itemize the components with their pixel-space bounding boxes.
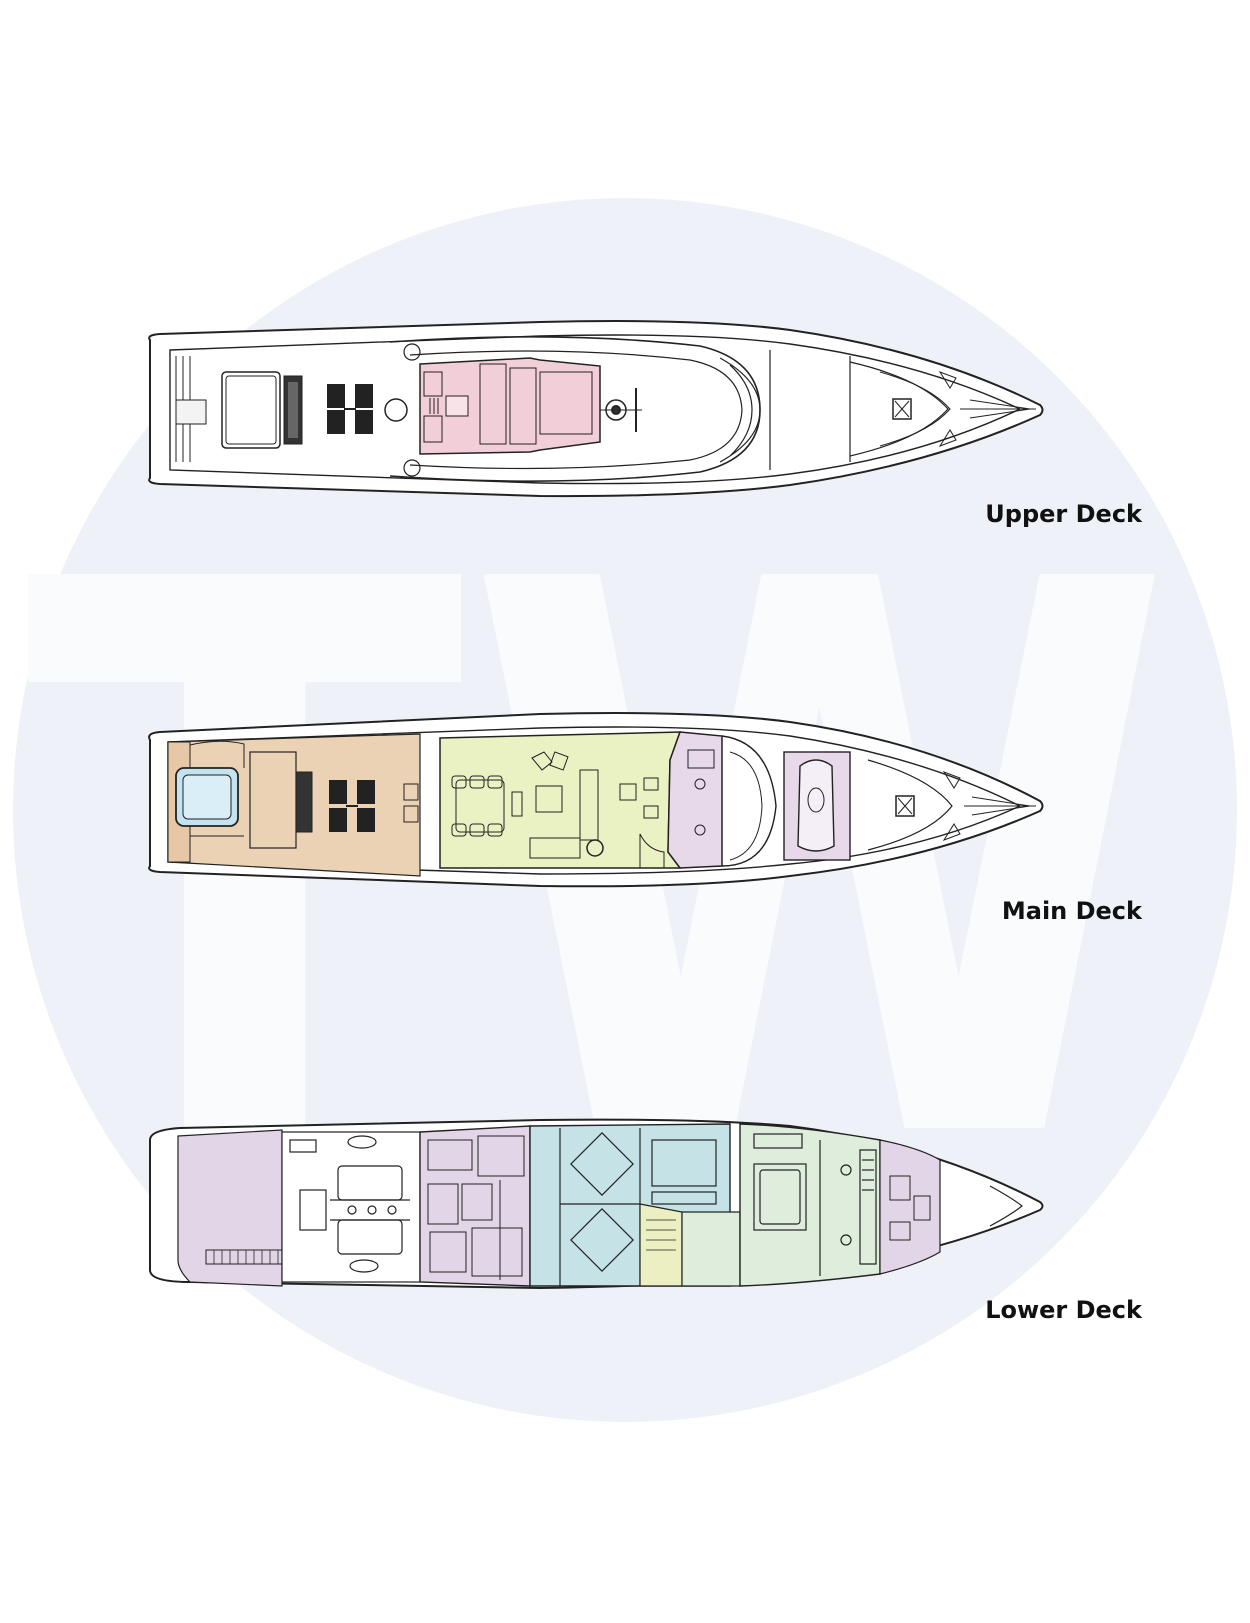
lower-deck-crew-quarters [419,1125,531,1287]
main-deck-aft-bar [295,771,313,833]
main-deck-loungers [329,780,375,832]
upper-deck-aft-steps [175,356,207,462]
lower-deck-bow [989,1185,1023,1227]
main-deck-plan [148,712,1044,888]
main-deck-bow-fittings [942,771,1036,841]
main-deck-tender [797,759,835,852]
upper-deck-table [384,398,408,422]
lower-deck-stairwell [639,1203,683,1287]
main-deck-label: Main Deck [1001,897,1142,925]
lower-deck-forepeak [879,1139,941,1275]
upper-deck-bow-fittings [938,371,1036,447]
lower-deck-lazarette [177,1129,283,1287]
upper-deck-aft-sunpad [221,371,281,449]
lower-deck-engine-room [281,1131,421,1283]
upper-deck-foredeck [849,361,949,457]
main-deck-stair-well [586,839,604,857]
main-deck-salon [439,731,682,869]
upper-deck-loungers [327,384,373,434]
main-deck-lounge-area [529,751,599,859]
main-deck-wheelhouse [721,735,777,867]
main-deck-console [511,791,523,817]
lower-deck-vip-cabin [681,1211,741,1287]
upper-deck-lounge-seating [423,363,593,445]
main-deck-foredeck [867,759,953,851]
upper-deck-helm [600,388,642,432]
lower-deck-master-furniture [753,1133,877,1276]
main-deck-forward-salon [619,777,665,869]
main-deck-dining-table [451,775,505,837]
lower-deck-plan [149,1118,1044,1290]
upper-deck-label: Upper Deck [985,500,1142,528]
upper-deck-windscreen [719,357,761,463]
lower-deck-label: Lower Deck [985,1296,1142,1324]
upper-deck-plan [148,320,1044,498]
